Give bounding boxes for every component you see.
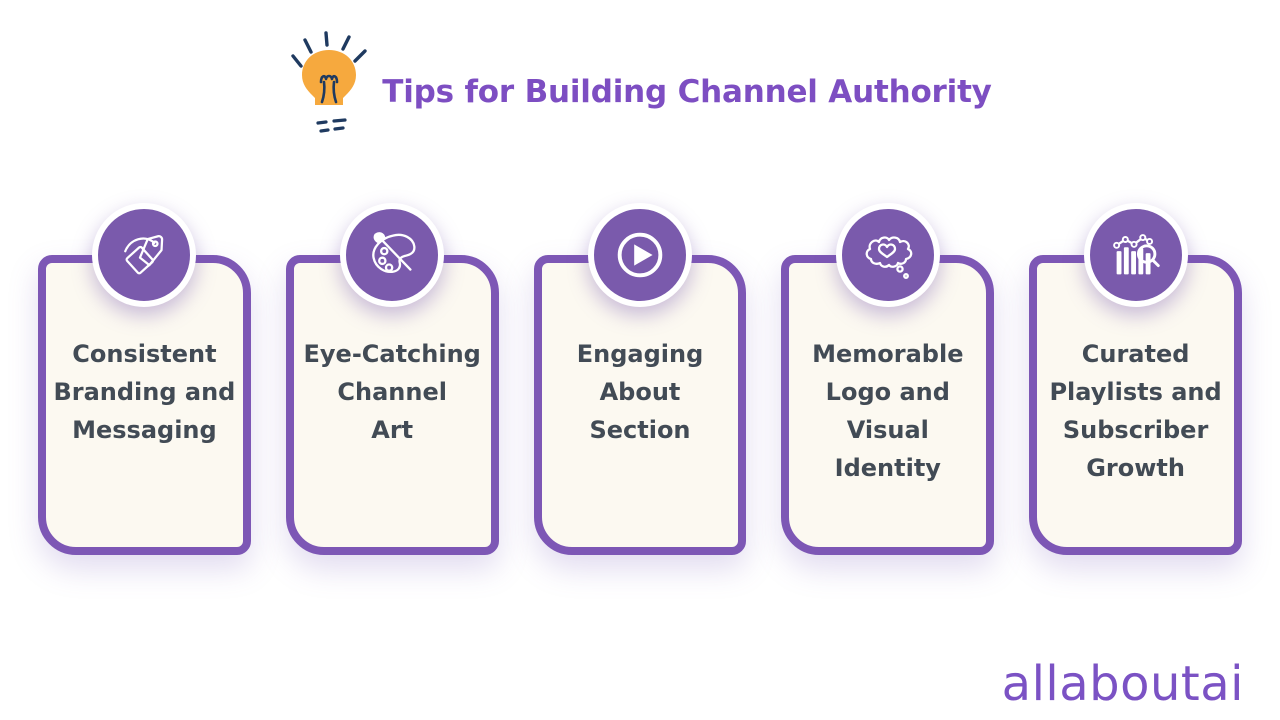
card-channel-art: Eye-Catching Channel Art <box>285 203 499 555</box>
page-title: Tips for Building Channel Authority <box>382 74 992 110</box>
card-label: Engaging About Section <box>576 340 704 444</box>
card-label: Curated Playlists and Subscriber Growth <box>1049 340 1222 482</box>
card-about-section: Engaging About Section <box>533 203 747 555</box>
price-tags-icon <box>92 203 197 307</box>
brand-logo: allaboutai <box>1001 656 1244 712</box>
card-consistent-branding: Consistent Branding and Messaging <box>38 203 251 555</box>
card-playlists-growth: Curated Playlists and Subscriber Growth <box>1029 203 1242 555</box>
thought-cloud-heart-icon <box>835 203 940 307</box>
header: Tips for Building Channel Authority <box>0 30 1280 140</box>
card-label: Eye-Catching Channel Art <box>303 340 481 444</box>
card-logo-identity: Memorable Logo and Visual Identity <box>781 203 995 555</box>
artist-palette-icon <box>340 203 445 307</box>
lightbulb-icon <box>288 30 380 140</box>
card-label: Consistent Branding and Messaging <box>53 340 236 444</box>
cards-row: Consistent Branding and Messaging Eye-Ca… <box>38 203 1242 555</box>
analytics-magnifier-icon <box>1083 203 1188 307</box>
card-label: Memorable Logo and Visual Identity <box>812 340 964 482</box>
play-button-icon <box>587 203 692 307</box>
